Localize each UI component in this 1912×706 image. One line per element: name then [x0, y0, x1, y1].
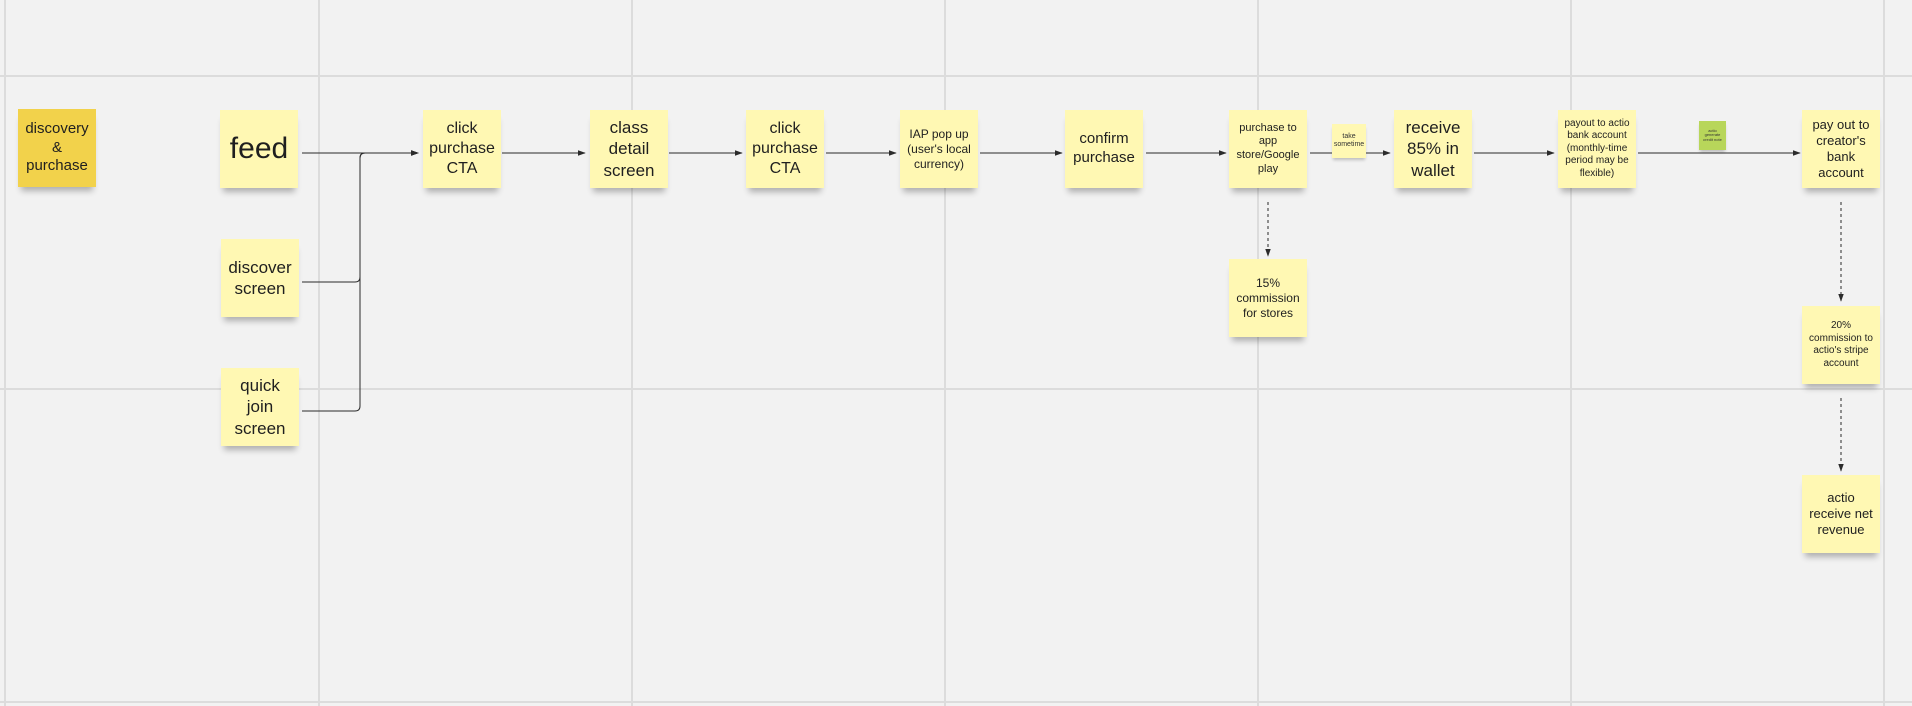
sticky-note-discover-screen[interactable]: discover screen [221, 239, 299, 317]
grid-line-horizontal [0, 701, 1912, 703]
sticky-note-pay-out-to-creator[interactable]: pay out to creator's bank account [1802, 110, 1880, 188]
sticky-note-text: class detail screen [603, 118, 655, 180]
sticky-note-payout-to-actio[interactable]: payout to actio bank account (monthly-ti… [1558, 110, 1636, 188]
sticky-note-feed[interactable]: feed [220, 110, 298, 188]
sticky-note-text: confirm purchase [1073, 130, 1135, 166]
sticky-note-text: 20% commission to actio's stripe account [1809, 320, 1873, 369]
sticky-note-click-purchase-cta[interactable]: click purchase CTA [423, 110, 501, 188]
connector-quickjoin-to-click-cta [302, 150, 419, 412]
grid-line-vertical [1257, 0, 1259, 706]
sticky-note-text: receive 85% in wallet [1405, 118, 1461, 180]
sticky-note-text: quick join screen [234, 376, 286, 438]
sticky-note-text: actio generate credit note [1703, 127, 1722, 142]
sticky-note-text: discovery & purchase [25, 119, 89, 175]
sticky-note-20-commission[interactable]: 20% commission to actio's stripe account [1802, 306, 1880, 384]
sticky-note-15-commission[interactable]: 15% commission for stores [1229, 259, 1307, 337]
sticky-note-purchase-to-store[interactable]: purchase to app store/Google play [1229, 110, 1307, 188]
sticky-note-text: IAP pop up (user's local currency) [907, 126, 971, 171]
grid-line-horizontal [0, 388, 1912, 390]
sticky-note-text: feed [229, 132, 289, 166]
sticky-note-text: click purchase CTA [752, 120, 818, 177]
sticky-note-text: payout to actio bank account (monthly-ti… [1564, 117, 1630, 179]
sticky-note-click-purchase-cta-2[interactable]: click purchase CTA [746, 110, 824, 188]
sticky-note-class-detail-screen[interactable]: class detail screen [590, 110, 668, 188]
sticky-note-iap-pop-up[interactable]: IAP pop up (user's local currency) [900, 110, 978, 188]
grid-line-vertical [631, 0, 633, 706]
sticky-note-text: take sometime [1333, 132, 1365, 148]
sticky-note-discovery-purchase[interactable]: discovery & purchase [18, 109, 96, 187]
sticky-note-confirm-purchase[interactable]: confirm purchase [1065, 110, 1143, 188]
grid-line-vertical [4, 0, 6, 706]
sticky-note-quick-join-screen[interactable]: quick join screen [221, 368, 299, 446]
sticky-note-text: click purchase CTA [429, 120, 495, 177]
sticky-note-actio-generate-credit-note[interactable]: actio generate credit note [1699, 121, 1726, 150]
sticky-note-text: pay out to creator's bank account [1812, 116, 1870, 181]
sticky-note-take-sometime[interactable]: take sometime [1332, 124, 1366, 158]
sticky-note-text: 15% commission for stores [1236, 275, 1300, 320]
grid-line-horizontal [0, 75, 1912, 77]
grid-line-vertical [1883, 0, 1885, 706]
sticky-note-receive-85-in-wallet[interactable]: receive 85% in wallet [1394, 110, 1472, 188]
sticky-note-text: purchase to app store/Google play [1236, 121, 1300, 175]
grid-line-vertical [318, 0, 320, 706]
sticky-note-text: discover screen [228, 257, 292, 298]
sticky-note-text: actio receive net revenue [1809, 489, 1873, 538]
grid-line-vertical [1570, 0, 1572, 706]
grid-line-vertical [944, 0, 946, 706]
sticky-note-actio-net-revenue[interactable]: actio receive net revenue [1802, 475, 1880, 553]
